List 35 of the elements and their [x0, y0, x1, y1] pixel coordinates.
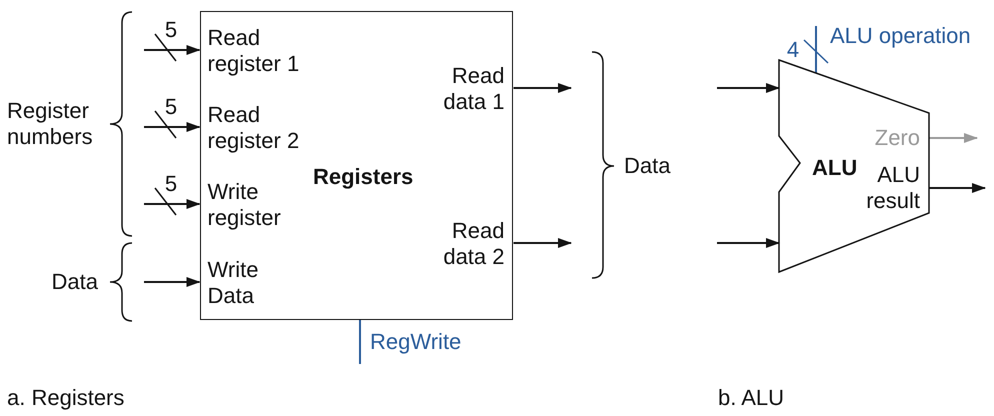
bus-width-label: 5	[164, 97, 178, 117]
port-label: Zero	[874, 125, 929, 151]
alu-block	[779, 60, 929, 272]
signal-line	[815, 26, 817, 74]
brace-label: Register numbers	[7, 98, 94, 150]
signal-label: ALU operation	[830, 23, 971, 49]
arrow	[717, 83, 780, 93]
port-label: Write Data	[200, 257, 304, 309]
brace-label: Data	[52, 269, 98, 295]
port-label: Read register 1	[200, 25, 304, 77]
panel-caption: a. Registers	[7, 385, 124, 411]
port-label: Read data 1	[434, 63, 514, 115]
block-title: ALU	[812, 155, 858, 181]
bus-width-label: 5	[164, 20, 178, 40]
arrow	[514, 83, 572, 93]
arrow	[144, 199, 200, 209]
arrow	[144, 45, 200, 55]
arrow	[144, 277, 200, 287]
register-file-box	[200, 11, 513, 320]
arrow	[514, 238, 572, 248]
panel-caption: b. ALU	[718, 385, 784, 411]
signal-label: RegWrite	[370, 329, 462, 355]
bus-width-label: 4	[786, 40, 800, 60]
port-label: ALU result	[858, 162, 929, 214]
port-label: Read register 2	[200, 102, 304, 154]
signal-line	[359, 320, 361, 364]
arrow	[717, 238, 780, 248]
block-title: Registers	[313, 164, 414, 190]
arrow	[929, 133, 978, 143]
bus-width-label: 5	[164, 174, 178, 194]
arrow	[144, 122, 200, 132]
port-label: Write register	[200, 179, 304, 231]
arrow	[929, 183, 986, 193]
port-label: Read data 2	[434, 218, 514, 270]
brace-label: Data	[624, 153, 670, 179]
